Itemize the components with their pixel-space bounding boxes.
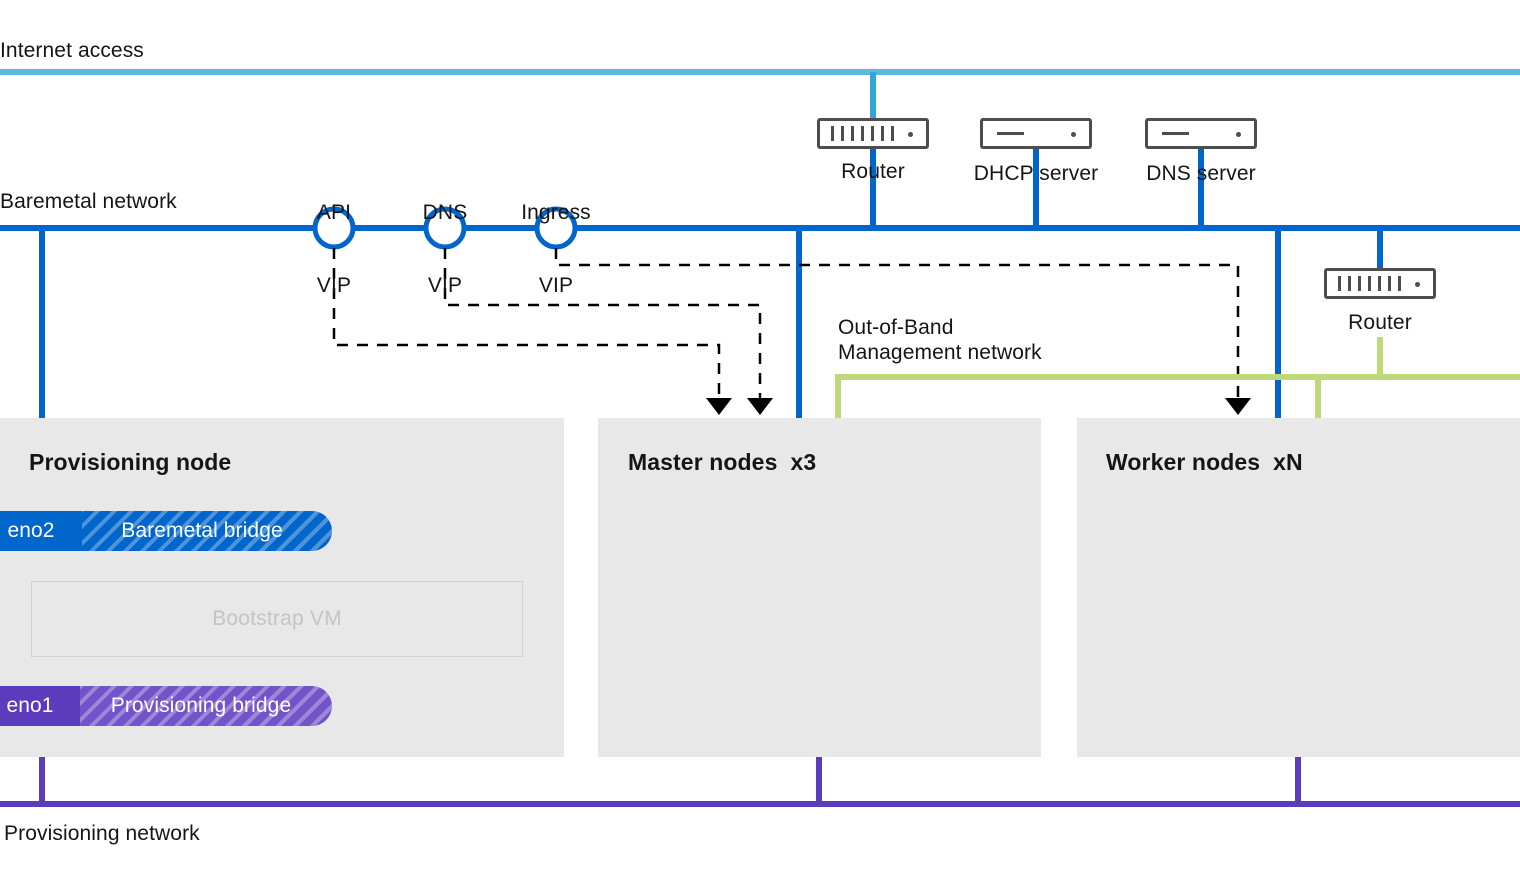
dhcp-server-label: DHCP server bbox=[973, 162, 1099, 185]
baremetal-bridge-label: Baremetal bridge bbox=[82, 511, 332, 551]
provisioning-bridge-interface: eno1 Provisioning bridge bbox=[0, 686, 332, 726]
baremetal-bridge-interface: eno2 Baremetal bridge bbox=[0, 511, 332, 551]
router-ports-icon bbox=[1338, 276, 1401, 291]
api-vip-arrowhead bbox=[706, 398, 732, 415]
router-led-icon bbox=[1415, 281, 1420, 287]
server-icon bbox=[1145, 118, 1257, 149]
dns-vip-label-line1: DNS bbox=[422, 201, 468, 225]
server-dash-icon bbox=[1162, 132, 1189, 135]
api-vip-label-line2: VIP bbox=[316, 273, 352, 297]
ingress-vip-path bbox=[554, 248, 1240, 398]
router-icon bbox=[817, 118, 929, 149]
master-nodes-box bbox=[598, 418, 1041, 757]
ingress-vip-node bbox=[534, 206, 578, 250]
ingress-vip-label: Ingress VIP bbox=[506, 153, 606, 346]
api-vip-path bbox=[332, 248, 721, 398]
bootstrap-vm-box: Bootstrap VM bbox=[31, 581, 523, 657]
ingress-vip-arrowhead bbox=[1225, 398, 1251, 415]
worker-nodes-title: Worker nodes xN bbox=[1106, 449, 1303, 475]
ingress-vip-label-line2: VIP bbox=[538, 273, 574, 297]
server-icon bbox=[980, 118, 1092, 149]
router-right-label: Router bbox=[1348, 311, 1412, 334]
ingress-vip-label-line1: Ingress bbox=[521, 201, 591, 225]
router-led-icon bbox=[908, 131, 913, 137]
router-top-label: Router bbox=[841, 160, 905, 183]
server-dash-icon bbox=[997, 132, 1024, 135]
dns-server-label: DNS server bbox=[1146, 162, 1256, 185]
baremetal-network-label: Baremetal network bbox=[0, 190, 177, 213]
dns-vip-arrowhead bbox=[747, 398, 773, 415]
provisioning-node-title: Provisioning node bbox=[29, 449, 232, 475]
dns-vip-label-line2: VIP bbox=[427, 273, 463, 297]
eno1-nic-label: eno1 bbox=[0, 686, 80, 726]
internet-access-label: Internet access bbox=[0, 39, 144, 62]
router-icon bbox=[1324, 268, 1436, 299]
oob-network-line-left bbox=[835, 374, 1520, 418]
eno2-nic-label: eno2 bbox=[0, 511, 82, 551]
router-ports-icon bbox=[831, 126, 894, 141]
dns-vip-path bbox=[443, 248, 762, 398]
dns-vip-label: DNS VIP bbox=[395, 153, 495, 346]
worker-nodes-box bbox=[1077, 418, 1520, 757]
oob-management-network-label: Out-of-Band Management network bbox=[838, 316, 1042, 364]
master-nodes-title: Master nodes x3 bbox=[628, 449, 817, 475]
api-vip-label-line1: API bbox=[316, 201, 352, 225]
server-led-icon bbox=[1071, 131, 1076, 137]
api-vip-node bbox=[312, 206, 356, 250]
provisioning-bridge-label: Provisioning bridge bbox=[80, 686, 332, 726]
provisioning-network-label: Provisioning network bbox=[4, 822, 200, 845]
server-led-icon bbox=[1236, 131, 1241, 137]
dns-vip-node bbox=[423, 206, 467, 250]
api-vip-label: API VIP bbox=[284, 153, 384, 346]
